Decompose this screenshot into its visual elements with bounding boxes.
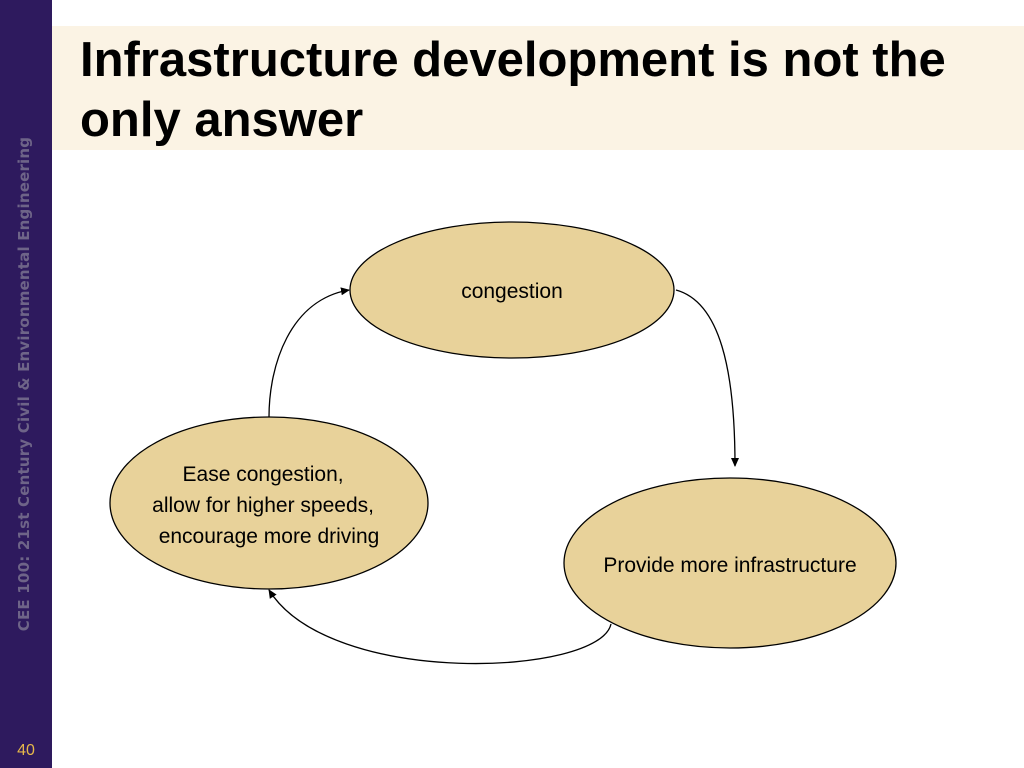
node-congestion-ellipse (349, 221, 675, 359)
node-ease-line-1: Ease congestion, (183, 463, 344, 486)
arrow-infrastructure-to-ease (268, 589, 612, 665)
slide-number: 40 (17, 742, 35, 759)
node-ease-congestion: Ease congestion, allow for higher speeds… (109, 416, 429, 590)
node-ease-line-3: encourage more driving (159, 525, 380, 548)
node-ease-congestion-ellipse (109, 416, 429, 590)
sidebar: CEE 100: 21st Century Civil & Environmen… (0, 0, 52, 768)
node-ease-line-2: allow for higher speeds, (152, 494, 374, 517)
node-provide-infrastructure-label: Provide more infrastructure (603, 554, 856, 577)
slide-title: Infrastructure development is not the on… (80, 33, 946, 147)
arrow-congestion-to-infrastructure (675, 289, 739, 467)
node-ease-congestion-label: Ease congestion, allow for higher speeds… (152, 463, 380, 548)
node-provide-infrastructure: Provide more infrastructure (563, 477, 897, 649)
node-congestion-label: congestion (461, 280, 563, 303)
node-provide-infrastructure-ellipse (563, 477, 897, 649)
node-congestion: congestion (349, 221, 675, 359)
arrow-ease-to-congestion (268, 287, 350, 418)
title-band (52, 26, 1024, 150)
